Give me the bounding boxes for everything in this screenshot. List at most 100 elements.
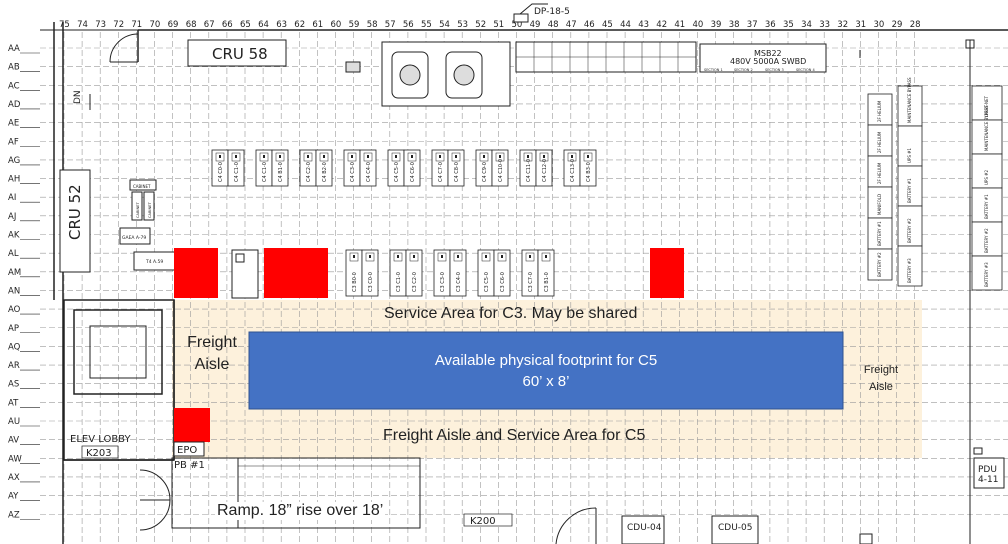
row-label: AP <box>8 324 19 334</box>
svg-text:CABINET: CABINET <box>133 184 151 189</box>
column-label: 62 <box>294 20 305 30</box>
equipment-label: LIGHT-NET <box>984 95 989 117</box>
rack-label: C4 C6-0 <box>410 162 416 182</box>
equipment-label: UPS #2 <box>984 169 989 185</box>
equipment-label: BATTERY #2 <box>877 252 882 277</box>
column-label: 41 <box>674 20 685 30</box>
rack-label: C4 C11-0 <box>526 159 532 182</box>
equipment-label: BATTERY #3 <box>984 262 989 287</box>
equipment-unit <box>867 217 893 250</box>
column-label: 73 <box>95 20 106 30</box>
red-zone-right <box>650 248 684 298</box>
row-label: AM <box>8 268 21 278</box>
equipment-label: BATTERY #3 <box>907 258 912 283</box>
rack-label: C4 B3-0 <box>586 162 592 182</box>
row-label: AG <box>8 156 20 166</box>
row-label: AS <box>8 380 19 390</box>
row-label: AQ <box>8 342 21 352</box>
svg-text:CABINET: CABINET <box>136 202 140 218</box>
pdu-label: PDU <box>978 465 997 475</box>
rack-label: C3 C2-0 <box>412 272 418 292</box>
column-label: 65 <box>240 20 251 30</box>
rack-label: C3 B1-0 <box>544 272 550 292</box>
ramp-label: Ramp. 18” rise over 18’ <box>215 502 386 520</box>
rack-cabinet <box>449 249 467 297</box>
rack-label: C3 C4-0 <box>456 272 462 292</box>
column-label: 56 <box>403 20 414 30</box>
rack-label: C4 C9-0 <box>482 162 488 182</box>
svg-text:480V 5000A SWBD: 480V 5000A SWBD <box>730 57 806 66</box>
equipment-unit <box>971 221 1003 257</box>
elev-room-label: K203 <box>86 448 112 459</box>
equipment-label: BATTERY #1 <box>907 178 912 203</box>
rack-label: C4 C13-0 <box>570 159 576 182</box>
rack-label: C4 C1-0 <box>234 162 240 182</box>
rack-label: C4 C10-0 <box>498 159 504 182</box>
chiller-equipment <box>345 41 511 107</box>
equipment-label: BATTERY #1 <box>877 221 882 246</box>
freight-service-c5-label: Freight Aisle and Service Area for C5 <box>383 427 646 444</box>
equipment-unit <box>867 186 893 219</box>
column-label: 34 <box>801 20 812 30</box>
column-label: 74 <box>77 20 88 30</box>
cru-52-label: CRU 52 <box>66 184 84 240</box>
row-label: AJ <box>8 212 16 222</box>
row-label: AL <box>8 249 19 259</box>
rack-label: C4 C5-0 <box>394 162 400 182</box>
rack-cabinet <box>405 249 423 297</box>
equipment-unit <box>867 124 893 157</box>
svg-text:SECTION 1: SECTION 1 <box>704 68 723 72</box>
rack-label: C3 C1-0 <box>396 272 402 292</box>
equipment-unit <box>867 248 893 281</box>
column-label: 72 <box>113 20 124 30</box>
row-label: AV <box>8 436 19 446</box>
column-label: 37 <box>747 20 758 30</box>
equipment-label: 2F HELIUM <box>877 162 882 184</box>
column-label: 52 <box>475 20 486 30</box>
equipment-unit <box>971 119 1003 155</box>
column-label: 40 <box>693 20 704 30</box>
row-label: AB <box>8 63 20 73</box>
row-label: AX <box>8 473 20 483</box>
row-label: AE <box>8 119 19 129</box>
column-label: 58 <box>367 20 378 30</box>
red-zones <box>174 248 684 442</box>
equipment-unit <box>971 85 1003 121</box>
equipment-label: BATTERY #2 <box>984 228 989 253</box>
column-label: 70 <box>150 20 161 30</box>
elev-lobby-label: ELEV LOBBY <box>70 434 131 445</box>
svg-text:T4 A.59: T4 A.59 <box>145 259 163 265</box>
column-label: 48 <box>548 20 559 30</box>
rack-label: C4 C1-0 <box>262 162 268 182</box>
pb-label: PB #1 <box>174 460 205 471</box>
corridor-label: K200 <box>470 516 496 527</box>
red-zone-epo <box>174 408 210 442</box>
red-zone-mid <box>264 248 328 298</box>
rack-cabinet <box>361 249 379 297</box>
epo-label: EPO <box>177 445 197 456</box>
column-label: 28 <box>910 20 921 30</box>
column-label: 42 <box>656 20 667 30</box>
svg-text:4-11: 4-11 <box>978 475 998 485</box>
equipment-label: UPS #1 <box>907 147 912 163</box>
column-label: 36 <box>765 20 776 30</box>
red-zone-left <box>174 248 218 298</box>
equipment-label: 2F HELIUM <box>877 100 882 122</box>
row-label: AD <box>8 100 21 110</box>
svg-text:CABINET: CABINET <box>148 202 152 218</box>
row-label: AU <box>8 417 20 427</box>
equipment-unit <box>867 155 893 188</box>
row-label: AH <box>8 175 20 185</box>
svg-text:MSB22: MSB22 <box>754 49 782 58</box>
row-label: AY <box>8 492 19 502</box>
c5-footprint <box>248 331 844 410</box>
service-area-c3-label: Service Area for C3. May be shared <box>384 305 638 322</box>
rack-label: C4 C7-0 <box>438 162 444 182</box>
column-label: 64 <box>258 20 269 30</box>
rack-label: C4 C2-0 <box>306 162 312 182</box>
equipment-unit <box>897 245 923 287</box>
rack-label: C3 C0-0 <box>368 272 374 292</box>
